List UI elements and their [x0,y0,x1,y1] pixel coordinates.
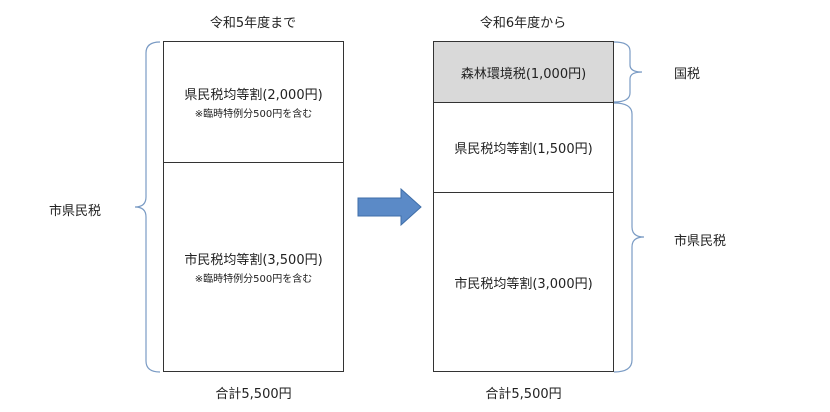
before-municipal-note: ※臨時特例分500円を含む [194,274,313,285]
before-prefectural-label: 県民税均等割(2,000円) [184,88,323,103]
national-tax-label: 国税 [674,67,701,82]
before-prefectural-note: ※臨時特例分500円を含む [194,109,313,120]
after-prefectural-label: 県民税均等割(1,500円) [454,142,593,157]
right-arrow-icon [357,188,422,226]
local-tax-label: 市県民税 [674,234,727,249]
after-municipal-label: 市民税均等割(3,000円) [454,276,593,292]
national-tax-brace-icon [613,41,643,103]
before-municipal-label: 市民税均等割(3,500円) [184,253,323,268]
before-brace-label: 市県民税 [49,204,102,219]
before-municipal-cell: 市民税均等割(3,500円) ※臨時特例分500円を含む [164,162,343,371]
after-title: 令和6年度から [479,16,567,31]
after-prefectural-cell: 県民税均等割(1,500円) [434,102,613,192]
after-box: 森林環境税(1,000円) 県民税均等割(1,500円) 市民税均等割(3,00… [433,41,614,372]
local-tax-brace-icon [613,102,645,373]
before-total: 合計5,500円 [215,387,292,402]
after-total: 合計5,500円 [485,387,562,402]
before-box: 県民税均等割(2,000円) ※臨時特例分500円を含む 市民税均等割(3,50… [163,41,344,372]
left-brace-icon [134,41,161,373]
after-municipal-cell: 市民税均等割(3,000円) [434,192,613,371]
after-forest-tax-cell: 森林環境税(1,000円) [434,42,613,102]
after-forest-tax-label: 森林環境税(1,000円) [460,66,587,82]
before-prefectural-cell: 県民税均等割(2,000円) ※臨時特例分500円を含む [164,42,343,162]
before-title: 令和5年度まで [209,16,297,31]
